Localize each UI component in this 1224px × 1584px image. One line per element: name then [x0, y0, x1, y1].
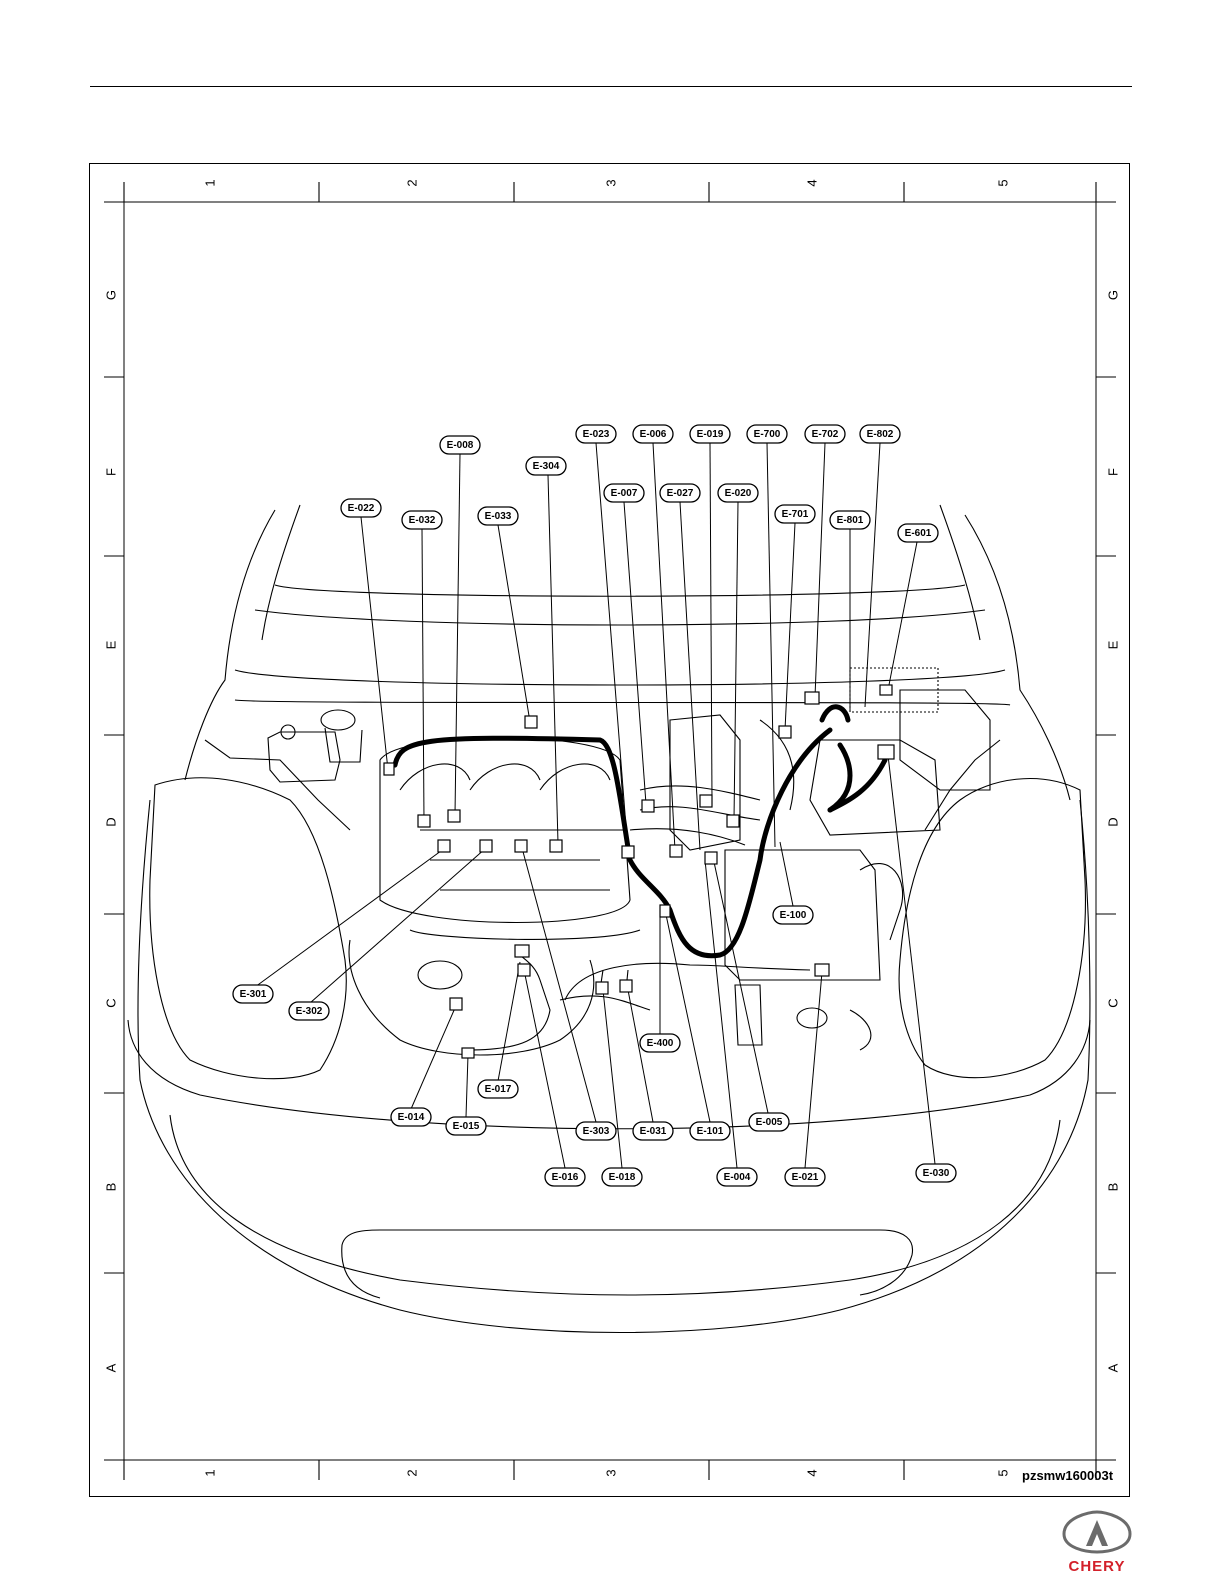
grid-inner-frame: [124, 202, 1096, 1460]
connector-label-text: E-032: [409, 515, 436, 526]
connector-label-e101: E-101: [690, 1122, 730, 1140]
grid-row-label-left: C: [104, 998, 119, 1007]
connector-label-e032: E-032: [402, 511, 442, 529]
grid-col-label-top: 4: [805, 179, 820, 186]
connector-label-e007: E-007: [604, 484, 644, 502]
wiring-harness: [395, 707, 885, 1050]
connector-label-text: E-400: [647, 1038, 674, 1049]
connector-label-text: E-006: [640, 429, 667, 440]
grid-row-label-left: G: [104, 290, 119, 300]
connector-label-text: E-021: [792, 1172, 819, 1183]
chery-logo: CHERY: [1058, 1508, 1136, 1578]
grid-row-label-right: B: [1106, 1183, 1121, 1192]
connector-label-text: E-022: [348, 503, 375, 514]
connector-label-e004: E-004: [717, 1168, 757, 1186]
grid-row-label-right: C: [1106, 998, 1121, 1007]
connector-label-e027: E-027: [660, 484, 700, 502]
connector-label-text: E-016: [552, 1172, 579, 1183]
connector-label-text: E-030: [923, 1168, 950, 1179]
grid-col-label-bottom: 4: [805, 1469, 820, 1476]
vehicle-outline: [128, 505, 1090, 1333]
connector-label-text: E-700: [754, 429, 781, 440]
grid-col-label-bottom: 3: [604, 1469, 619, 1476]
grid-col-label-top: 5: [996, 179, 1011, 186]
grid-row-label-right: A: [1106, 1363, 1121, 1372]
connector-label-e033: E-033: [478, 507, 518, 525]
connector-label-text: E-702: [812, 429, 839, 440]
connector-label-text: E-701: [782, 509, 809, 520]
connector-label-e100: E-100: [773, 906, 813, 924]
connector-label-text: E-014: [398, 1112, 425, 1123]
connector-label-e802: E-802: [860, 425, 900, 443]
connector-label-e301: E-301: [233, 985, 273, 1003]
connector-label-text: E-007: [611, 488, 638, 499]
connector-label-text: E-004: [724, 1172, 751, 1183]
connector-label-text: E-601: [905, 528, 932, 539]
grid-row-label-right: E: [1106, 640, 1121, 649]
grid-col-label-bottom: 2: [405, 1469, 420, 1476]
connector-label-e302: E-302: [289, 1002, 329, 1020]
connector-label-text: E-801: [837, 515, 864, 526]
connector-label-text: E-302: [296, 1006, 323, 1017]
connector-label-text: E-031: [640, 1126, 667, 1137]
connector-label-text: E-008: [447, 440, 474, 451]
connector-label-e304: E-304: [526, 457, 566, 475]
connector-label-text: E-017: [485, 1084, 512, 1095]
connector-label-e021: E-021: [785, 1168, 825, 1186]
connector-label-e601: E-601: [898, 524, 938, 542]
grid-ticks: [104, 182, 1116, 1480]
connector-label-text: E-100: [780, 910, 807, 921]
connector-label-text: E-303: [583, 1126, 610, 1137]
logo-wordmark: CHERY: [1069, 1558, 1126, 1575]
connector-label-e400: E-400: [640, 1034, 680, 1052]
connector-label-text: E-005: [756, 1117, 783, 1128]
connector-label-e015: E-015: [446, 1117, 486, 1135]
connector-label-text: E-304: [533, 461, 560, 472]
connector-label-text: E-301: [240, 989, 267, 1000]
grid-row-label-left: E: [104, 640, 119, 649]
connector-label-e016: E-016: [545, 1168, 585, 1186]
connector-label-text: E-019: [697, 429, 724, 440]
grid-row-label-right: F: [1106, 468, 1121, 476]
grid-row-label-left: D: [104, 817, 119, 826]
connector-label-text: E-015: [453, 1121, 480, 1132]
connector-label-e008: E-008: [440, 436, 480, 454]
connector-label-e801: E-801: [830, 511, 870, 529]
connector-label-e022: E-022: [341, 499, 381, 517]
connector-label-text: E-018: [609, 1172, 636, 1183]
connector-label-e303: E-303: [576, 1122, 616, 1140]
connector-label-text: E-027: [667, 488, 694, 499]
connector-label-text: E-023: [583, 429, 610, 440]
grid-row-label-left: A: [104, 1363, 119, 1372]
connector-label-e014: E-014: [391, 1108, 431, 1126]
connector-label-e700: E-700: [747, 425, 787, 443]
grid-col-label-bottom: 1: [203, 1469, 218, 1476]
connector-label-e701: E-701: [775, 505, 815, 523]
grid-col-label-top: 3: [604, 179, 619, 186]
connector-label-e006: E-006: [633, 425, 673, 443]
grid-row-label-right: G: [1106, 290, 1121, 300]
grid-row-label-right: D: [1106, 817, 1121, 826]
connector-label-text: E-020: [725, 488, 752, 499]
connector-label-e005: E-005: [749, 1113, 789, 1131]
grid-row-label-left: F: [104, 468, 119, 476]
grid-row-label-left: B: [104, 1183, 119, 1192]
connector-label-e017: E-017: [478, 1080, 518, 1098]
grid-col-label-top: 1: [203, 179, 218, 186]
connector-label-e031: E-031: [633, 1122, 673, 1140]
connector-label-text: E-101: [697, 1126, 724, 1137]
connector-label-e023: E-023: [576, 425, 616, 443]
connector-label-e019: E-019: [690, 425, 730, 443]
connector-label-e702: E-702: [805, 425, 845, 443]
connector-label-text: E-033: [485, 511, 512, 522]
connector-label-e030: E-030: [916, 1164, 956, 1182]
grid-col-label-top: 2: [405, 179, 420, 186]
connector-label-e018: E-018: [602, 1168, 642, 1186]
grid-col-label-bottom: 5: [996, 1469, 1011, 1476]
figure-code: pzsmw160003t: [1022, 1468, 1113, 1483]
connector-label-e020: E-020: [718, 484, 758, 502]
connector-label-text: E-802: [867, 429, 894, 440]
